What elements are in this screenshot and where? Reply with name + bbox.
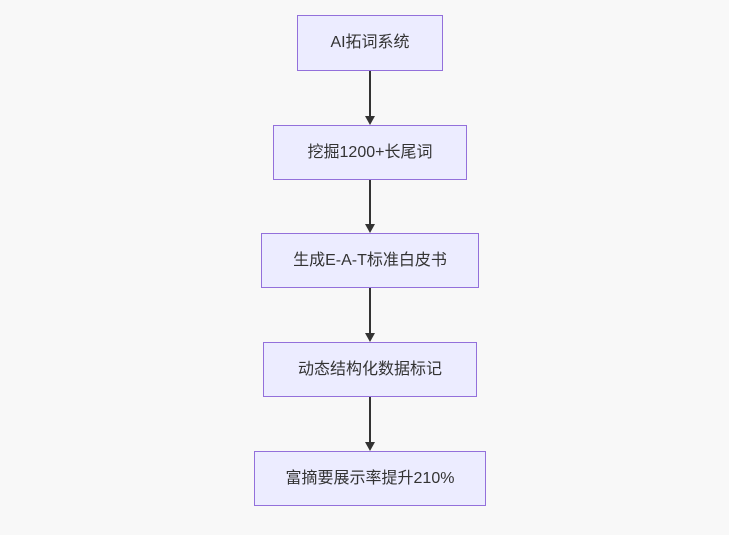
flowchart-node-ai-word-expansion: AI拓词系统 (297, 15, 443, 71)
node-label: 动态结构化数据标记 (297, 360, 442, 378)
arrow-down-icon (364, 288, 376, 342)
arrowhead-icon (365, 224, 375, 233)
node-label: 富摘要展示率提升210% (285, 469, 455, 487)
arrow-shaft (369, 180, 371, 224)
node-label: 生成E-A-T标准白皮书 (293, 251, 447, 269)
arrowhead-icon (365, 442, 375, 451)
arrow-shaft (369, 397, 371, 442)
arrow-down-icon (364, 180, 376, 233)
arrowhead-icon (365, 333, 375, 342)
arrowhead-icon (365, 116, 375, 125)
arrow-shaft (369, 71, 371, 116)
node-label: AI拓词系统 (330, 34, 410, 52)
arrow-down-icon (364, 397, 376, 451)
flowchart-node-longtail-mining: 挖掘1200+长尾词 (273, 125, 467, 180)
flowchart-node-rich-snippet-result: 富摘要展示率提升210% (254, 451, 486, 506)
arrow-shaft (369, 288, 371, 333)
flowchart-node-eat-whitepaper: 生成E-A-T标准白皮书 (261, 233, 479, 288)
flowchart-node-structured-data: 动态结构化数据标记 (263, 342, 477, 397)
node-label: 挖掘1200+长尾词 (307, 143, 433, 161)
arrow-down-icon (364, 71, 376, 125)
